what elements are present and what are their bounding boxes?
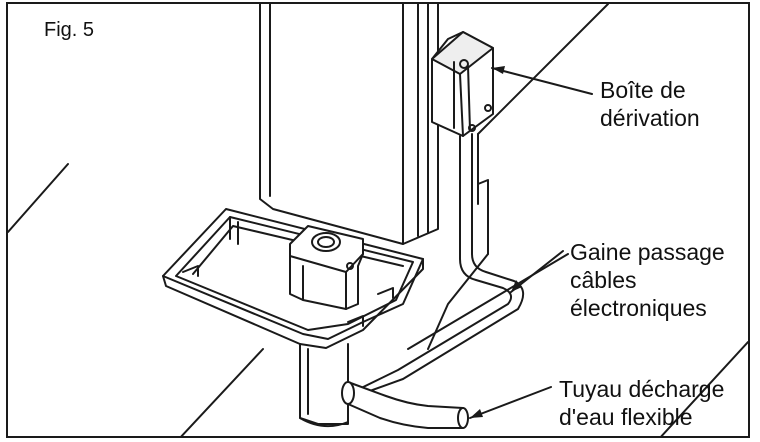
hose-label: Tuyau décharge d'eau flexible (559, 375, 724, 431)
technical-illustration (8, 4, 748, 436)
junction-box-label-line1: Boîte de (600, 77, 686, 103)
arrowheads (470, 66, 522, 418)
junction-box (431, 31, 494, 137)
floor-line-mid (407, 253, 569, 350)
column (259, 4, 439, 245)
arrowhead-hose (470, 409, 483, 418)
junction-box-label-line2: dérivation (600, 105, 700, 131)
hose-label-line2: d'eau flexible (559, 404, 693, 430)
wall-right-face (477, 133, 489, 255)
conduit-label-line1: Gaine passage (570, 239, 725, 265)
conduit-label-line3: électroniques (570, 295, 707, 321)
conduit-label: Gaine passage câbles électroniques (570, 238, 725, 322)
cable-conduit (352, 133, 525, 398)
figure-frame: Fig. 5 Boîte de dérivation Gaine passage… (6, 2, 750, 438)
conduit-label-line2: câbles (570, 267, 637, 293)
wall-line-left (8, 163, 69, 233)
drain-stem (299, 343, 349, 428)
anchor-bracket (289, 225, 364, 310)
hose-label-line1: Tuyau décharge (559, 376, 725, 402)
junction-box-label: Boîte de dérivation (600, 76, 700, 132)
flexible-hose (341, 381, 469, 429)
arrowhead-box (492, 66, 505, 74)
floor-line-left (180, 348, 264, 436)
wall-line-right-top (477, 4, 609, 135)
floor-line-right (660, 341, 748, 436)
figure-number: Fig. 5 (44, 19, 95, 41)
arrowhead-conduit (511, 280, 522, 292)
